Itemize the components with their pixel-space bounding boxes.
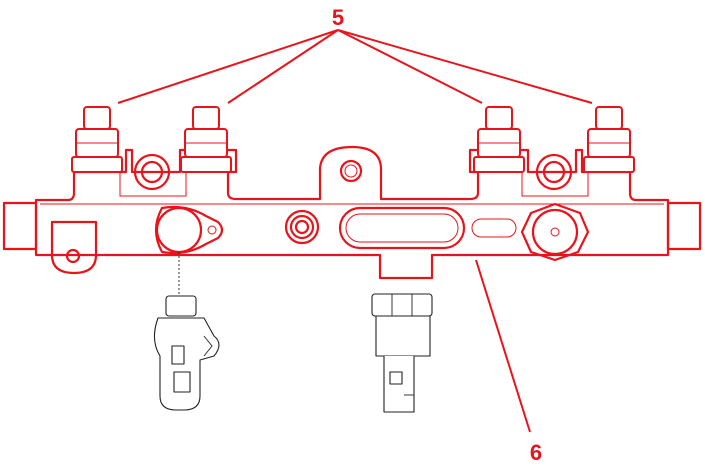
outlet-3: [473, 106, 525, 173]
outlet-2: [180, 106, 232, 173]
outlet-1: [71, 106, 123, 173]
callout-5-leaders: [117, 29, 593, 104]
outlet-4: [583, 106, 635, 173]
callout-label-5: 5: [332, 5, 344, 30]
callout-6-leader: [475, 259, 531, 433]
fuel-inlet-fitting: [371, 293, 433, 413]
rail-pressure-sensor: [153, 252, 220, 411]
fuel-rail-body: [2, 145, 702, 280]
callout-label-6: 6: [530, 440, 542, 465]
